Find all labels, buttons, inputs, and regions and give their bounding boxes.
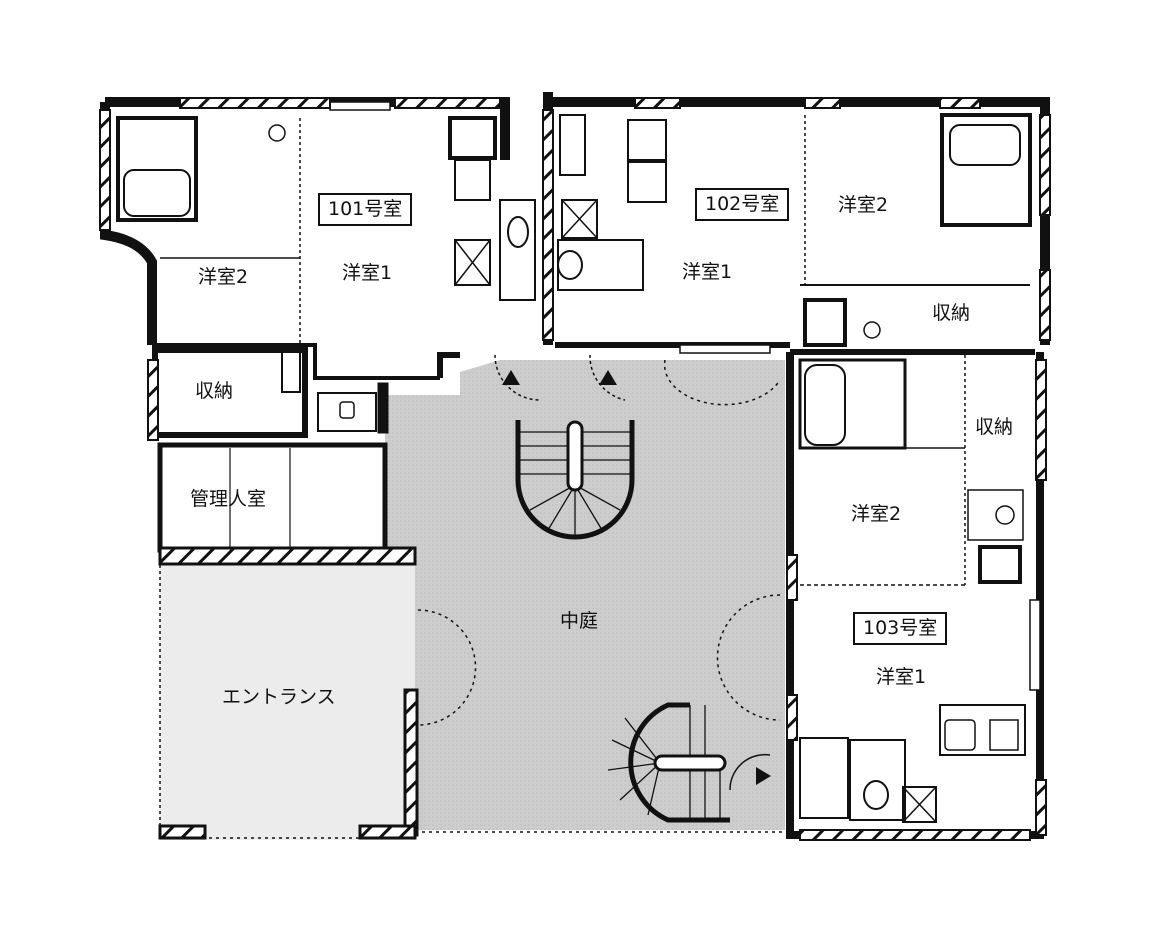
unit-102-storage: 収納 — [932, 302, 971, 324]
entry-doors — [494, 354, 771, 785]
unit-101-storage — [152, 347, 389, 438]
unit-103-label: 103号室 — [853, 612, 948, 645]
unit-101-room-western-2: 洋室2 — [198, 266, 249, 288]
unit-101-storage: 収納 — [195, 380, 234, 402]
unit-103-room-western-2: 洋室2 — [851, 503, 902, 525]
manager-room-walls — [157, 442, 417, 566]
entry-arrow-102-icon — [599, 370, 617, 385]
entry-arrow-101-icon — [502, 370, 520, 385]
unit-103-room-western-1: 洋室1 — [876, 666, 927, 688]
spiral-staircase-lower — [607, 702, 771, 823]
unit-103-walls — [786, 349, 1044, 839]
manager-room-label: 管理人室 — [190, 488, 267, 510]
outer-wall-hatching — [99, 97, 1051, 841]
unit-101-room-western-1: 洋室1 — [342, 262, 393, 284]
unit-102-label: 102号室 — [695, 188, 790, 221]
spiral-staircase-upper — [515, 420, 635, 540]
unit-101-walls — [100, 97, 536, 380]
unit-102-room-western-2: 洋室2 — [838, 194, 889, 216]
entrance-area — [160, 565, 415, 840]
courtyard-area — [385, 360, 785, 830]
entry-arrow-103-icon — [756, 767, 771, 785]
entrance-label: エントランス — [222, 686, 336, 708]
unit-101-label: 101号室 — [318, 193, 413, 226]
courtyard-label: 中庭 — [560, 610, 599, 632]
unit-103-storage: 収納 — [975, 416, 1014, 438]
entrance-walls — [158, 565, 419, 840]
unit-102-room-western-1: 洋室1 — [682, 261, 733, 283]
unit-102-walls — [543, 92, 1050, 354]
